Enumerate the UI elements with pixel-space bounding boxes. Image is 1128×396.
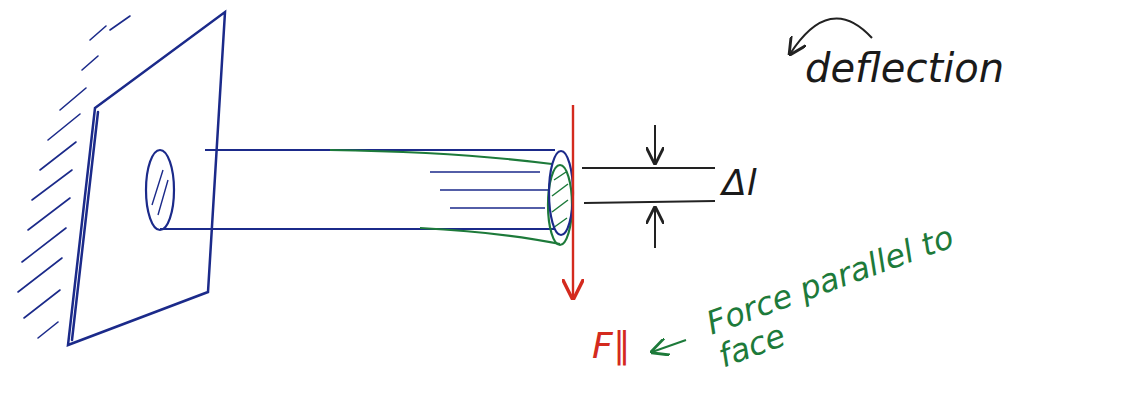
force-label: F∥ [592, 326, 631, 366]
wall [68, 12, 225, 345]
force-arrow [572, 105, 574, 298]
wall-hatching [18, 16, 130, 338]
deflected-beam [330, 150, 572, 245]
note-label: Force parallel to face [702, 206, 1008, 375]
deflection-dimension [582, 125, 715, 248]
note-label: deflection [805, 46, 1004, 90]
beam [146, 150, 555, 230]
dimension-label: Δl [722, 163, 757, 203]
leader-arrow [652, 340, 686, 352]
beam-end-face [549, 151, 573, 235]
